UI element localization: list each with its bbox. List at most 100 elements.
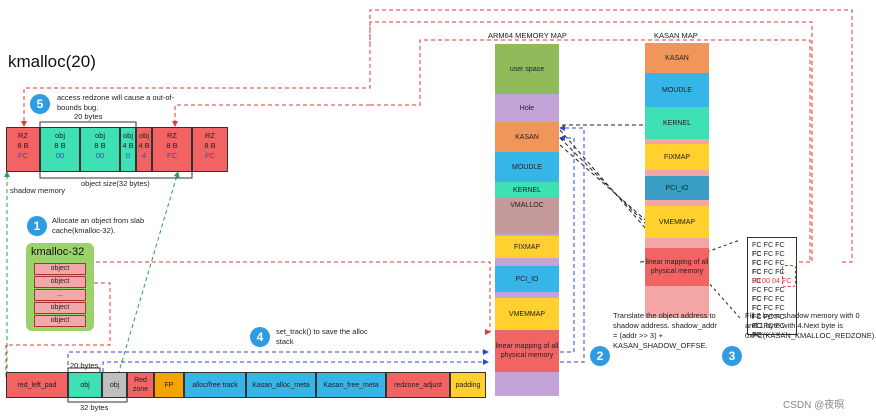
kmalloc32-title: kmalloc-32 xyxy=(31,246,85,258)
kasan-map-moudle-block: MOUDLE xyxy=(645,73,709,107)
vmemmap-block: VMEMMAP xyxy=(495,298,559,330)
kasan-map-bottom-block xyxy=(645,286,709,318)
step-5-badge: 5 xyxy=(30,94,50,114)
shadow-line: FC FC FC FC xyxy=(752,258,785,276)
fp-cell: FP xyxy=(154,372,184,398)
kasan-free-meta-cell: Kasan_free_meta xyxy=(316,372,386,398)
slab-object-row: object xyxy=(34,302,86,314)
obj-tail-cell: obj xyxy=(102,372,127,398)
user-space-block: user space xyxy=(495,44,559,94)
top-20-bytes-label: 20 bytes xyxy=(74,112,103,121)
kasan-map-kasan-block: KASAN xyxy=(645,43,709,73)
cell-label: RZ xyxy=(205,131,215,140)
step-3-badge: 3 xyxy=(722,346,742,366)
linear-mapping-block: linear mapping of all physical memory xyxy=(495,330,559,372)
cell-size: 8 B xyxy=(54,141,66,150)
cell-label: obj xyxy=(54,131,65,140)
cell-label: RZ xyxy=(18,131,28,140)
kasan-map-linear-mapping-block: linear mapping of all physical memory xyxy=(645,248,709,286)
vmalloc-block: VMALLOC xyxy=(495,198,559,234)
hole-block: Hole xyxy=(495,94,559,122)
kasan-map-gap-block xyxy=(645,200,709,206)
bottom-20-bytes-label: 20 bytes xyxy=(70,361,99,370)
obj-cell: obj 4 B 0 xyxy=(120,127,136,172)
kasan-map-fixmap-block: FIXMAP xyxy=(645,144,709,170)
shadow-line: …………… xyxy=(752,326,788,335)
cell-shadow: FC xyxy=(167,151,177,160)
block-label: PCI_IO xyxy=(515,275,539,283)
kasan-map-gap-block xyxy=(645,139,709,144)
step-4-text: set_track() to save the alloc stack xyxy=(276,327,368,346)
gap-block xyxy=(495,292,559,298)
block-label: linear mapping of all physical memory xyxy=(645,258,709,276)
block-label: KERNEL xyxy=(512,186,541,194)
kasan-block: KASAN xyxy=(495,122,559,152)
kasan-map-vmemmap-block: VMEMMAP xyxy=(645,206,709,238)
shadow-line: FC FC FC FC xyxy=(752,294,785,312)
shadow-byte-list: FC FC FC FC FC FC FC FC FC FC FC FC FC F… xyxy=(747,237,797,339)
slab-object-row: object xyxy=(34,276,86,288)
cell-label: obj xyxy=(94,131,105,140)
redzone-adjust-cell: redzone_adjust xyxy=(386,372,450,398)
page-title: kmalloc(20) xyxy=(8,52,96,71)
block-label: linear mapping of all physical memory xyxy=(495,343,559,359)
fixmap-block: FIXMAP xyxy=(495,236,559,258)
cell-size: 4 B xyxy=(122,141,134,150)
red-zone-cell: Red zone xyxy=(127,372,154,398)
shadow-line: FC FC FC FC xyxy=(752,249,785,267)
block-label: VMEMMAP xyxy=(508,310,546,318)
step-5-text: access redzone will cause a out-of-bound… xyxy=(57,93,175,112)
kasan-map-gap-block xyxy=(645,238,709,248)
shadow-line: FC FC FC FC xyxy=(752,303,785,321)
step-2-badge: 2 xyxy=(590,346,610,366)
kernel-block: KERNEL xyxy=(495,182,559,198)
step-1-text: Allocate an object from slab cache(kmall… xyxy=(52,216,145,235)
cell-shadow: FC xyxy=(18,151,28,160)
cell-shadow: FC xyxy=(205,151,215,160)
block-label: MOUDLE xyxy=(512,163,542,171)
shadow-line-highlight: 00 00 04 FC xyxy=(752,276,792,285)
cell-label: obj xyxy=(138,131,149,140)
obj-redzone-cell: obj 4 B 4 xyxy=(136,127,152,172)
bottom-32-bytes-label: 32 bytes xyxy=(80,403,109,412)
block-label: VMEMMAP xyxy=(658,218,696,226)
kasan-map-title: KASAN MAP xyxy=(654,31,698,40)
kasan-alloc-meta-cell: Kasan_alloc_meta xyxy=(246,372,316,398)
redzone-arrow xyxy=(369,21,813,263)
kmalloc32-panel: kmalloc-32 object object ... object obje… xyxy=(26,243,94,331)
block-label: KERNEL xyxy=(662,119,691,127)
cell-size: 8 B xyxy=(204,141,216,150)
alloc-free-track-cell: alloc/free track xyxy=(184,372,246,398)
cell-shadow: 00 xyxy=(95,151,105,160)
block-label: KASAN xyxy=(515,133,539,141)
red-left-pad-cell: red_left_pad xyxy=(6,372,68,398)
kasan-map-kernel-block: KERNEL xyxy=(645,107,709,139)
cell-shadow: 0 xyxy=(125,151,131,160)
block-label: Hole xyxy=(519,104,535,112)
cell-label: obj xyxy=(122,131,133,140)
shadow-memory-label: shadow memory xyxy=(10,186,66,195)
cell-size: 8 B xyxy=(17,141,29,150)
rz-cell: RZ 8 B FC xyxy=(152,127,192,172)
cell-size: 4 B xyxy=(138,141,150,150)
block-label: PCI_IO xyxy=(665,184,689,192)
block-label: user space xyxy=(509,65,545,73)
gap-block xyxy=(495,258,559,266)
step-2-text: Translate the object address to shadow a… xyxy=(613,311,717,350)
block-label: VMALLOC xyxy=(510,202,544,209)
block-label: FIXMAP xyxy=(513,243,541,251)
cell-label: RZ xyxy=(167,131,177,140)
cell-shadow: 4 xyxy=(141,151,147,160)
rz-cell: RZ 8 B FC xyxy=(6,127,40,172)
padding-cell: padding xyxy=(450,372,486,398)
shadow-line: FC FC FC FC xyxy=(752,267,785,285)
block-label: MOUDLE xyxy=(662,86,692,94)
step-1-badge: 1 xyxy=(27,216,47,236)
moudle-block: MOUDLE xyxy=(495,152,559,182)
cell-size: 8 B xyxy=(166,141,178,150)
obj-cell: obj xyxy=(68,372,102,398)
shadow-line: FC FC FC FC xyxy=(752,312,785,330)
shadow-line: FC FC FC FC xyxy=(752,285,785,303)
slab-object-row: object xyxy=(34,263,86,275)
